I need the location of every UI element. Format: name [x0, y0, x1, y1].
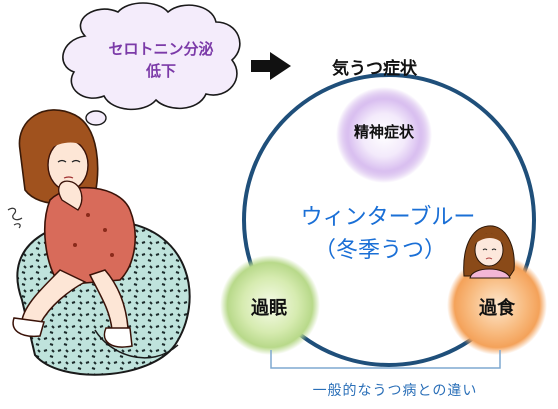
top-glow: [336, 87, 432, 183]
left-glow: [220, 255, 320, 355]
thought-bubble: [62, 2, 241, 144]
small-woman-icon: [463, 225, 515, 279]
cycle-left-label: 過眠: [251, 298, 287, 319]
caption-bracket: [270, 350, 501, 369]
cycle-top-label: 精神症状: [353, 123, 414, 141]
cycle-circle: [242, 73, 536, 367]
thought-line-2: 低下: [145, 62, 176, 80]
right-glow: [447, 255, 547, 355]
caption: 一般的なうつ病との違い: [312, 383, 478, 399]
sitting-woman-illustration: [7, 109, 191, 376]
cycle-center-subtitle: （冬季うつ）: [313, 238, 446, 263]
cycle-right-label: 過食: [479, 298, 515, 319]
right-arrow-icon: [251, 52, 291, 80]
cycle-center-title: ウィンターブルー: [300, 205, 476, 230]
result-label: 気うつ症状: [332, 59, 417, 79]
thought-bubble-text: セロトニン分泌 低下: [86, 38, 236, 82]
thought-line-1: セロトニン分泌: [108, 40, 214, 58]
